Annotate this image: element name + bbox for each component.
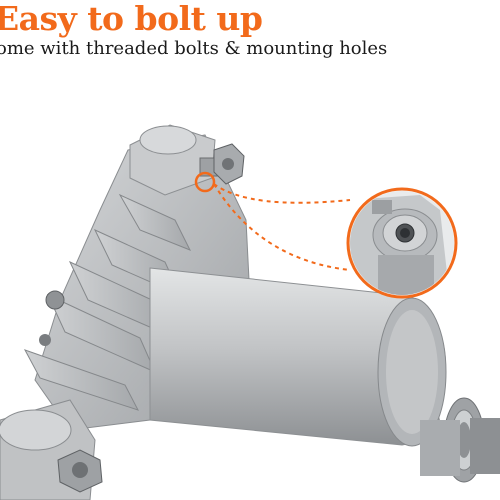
callout	[194, 171, 351, 271]
cooling-fins	[23, 193, 192, 411]
shaft-housing	[149, 267, 447, 447]
headline: Easy to bolt up	[0, 0, 263, 38]
upper-bolt-nut	[199, 143, 245, 185]
subheadline: ome with threaded bolts & mounting holes	[0, 38, 388, 59]
callout-source-ring	[194, 171, 216, 193]
callout-leader-line	[213, 183, 351, 204]
zoom-detail-circle	[346, 187, 458, 299]
lower-bolt-nut	[57, 449, 103, 493]
left-bolt-heads	[39, 290, 65, 346]
bearing-washer	[420, 397, 500, 483]
